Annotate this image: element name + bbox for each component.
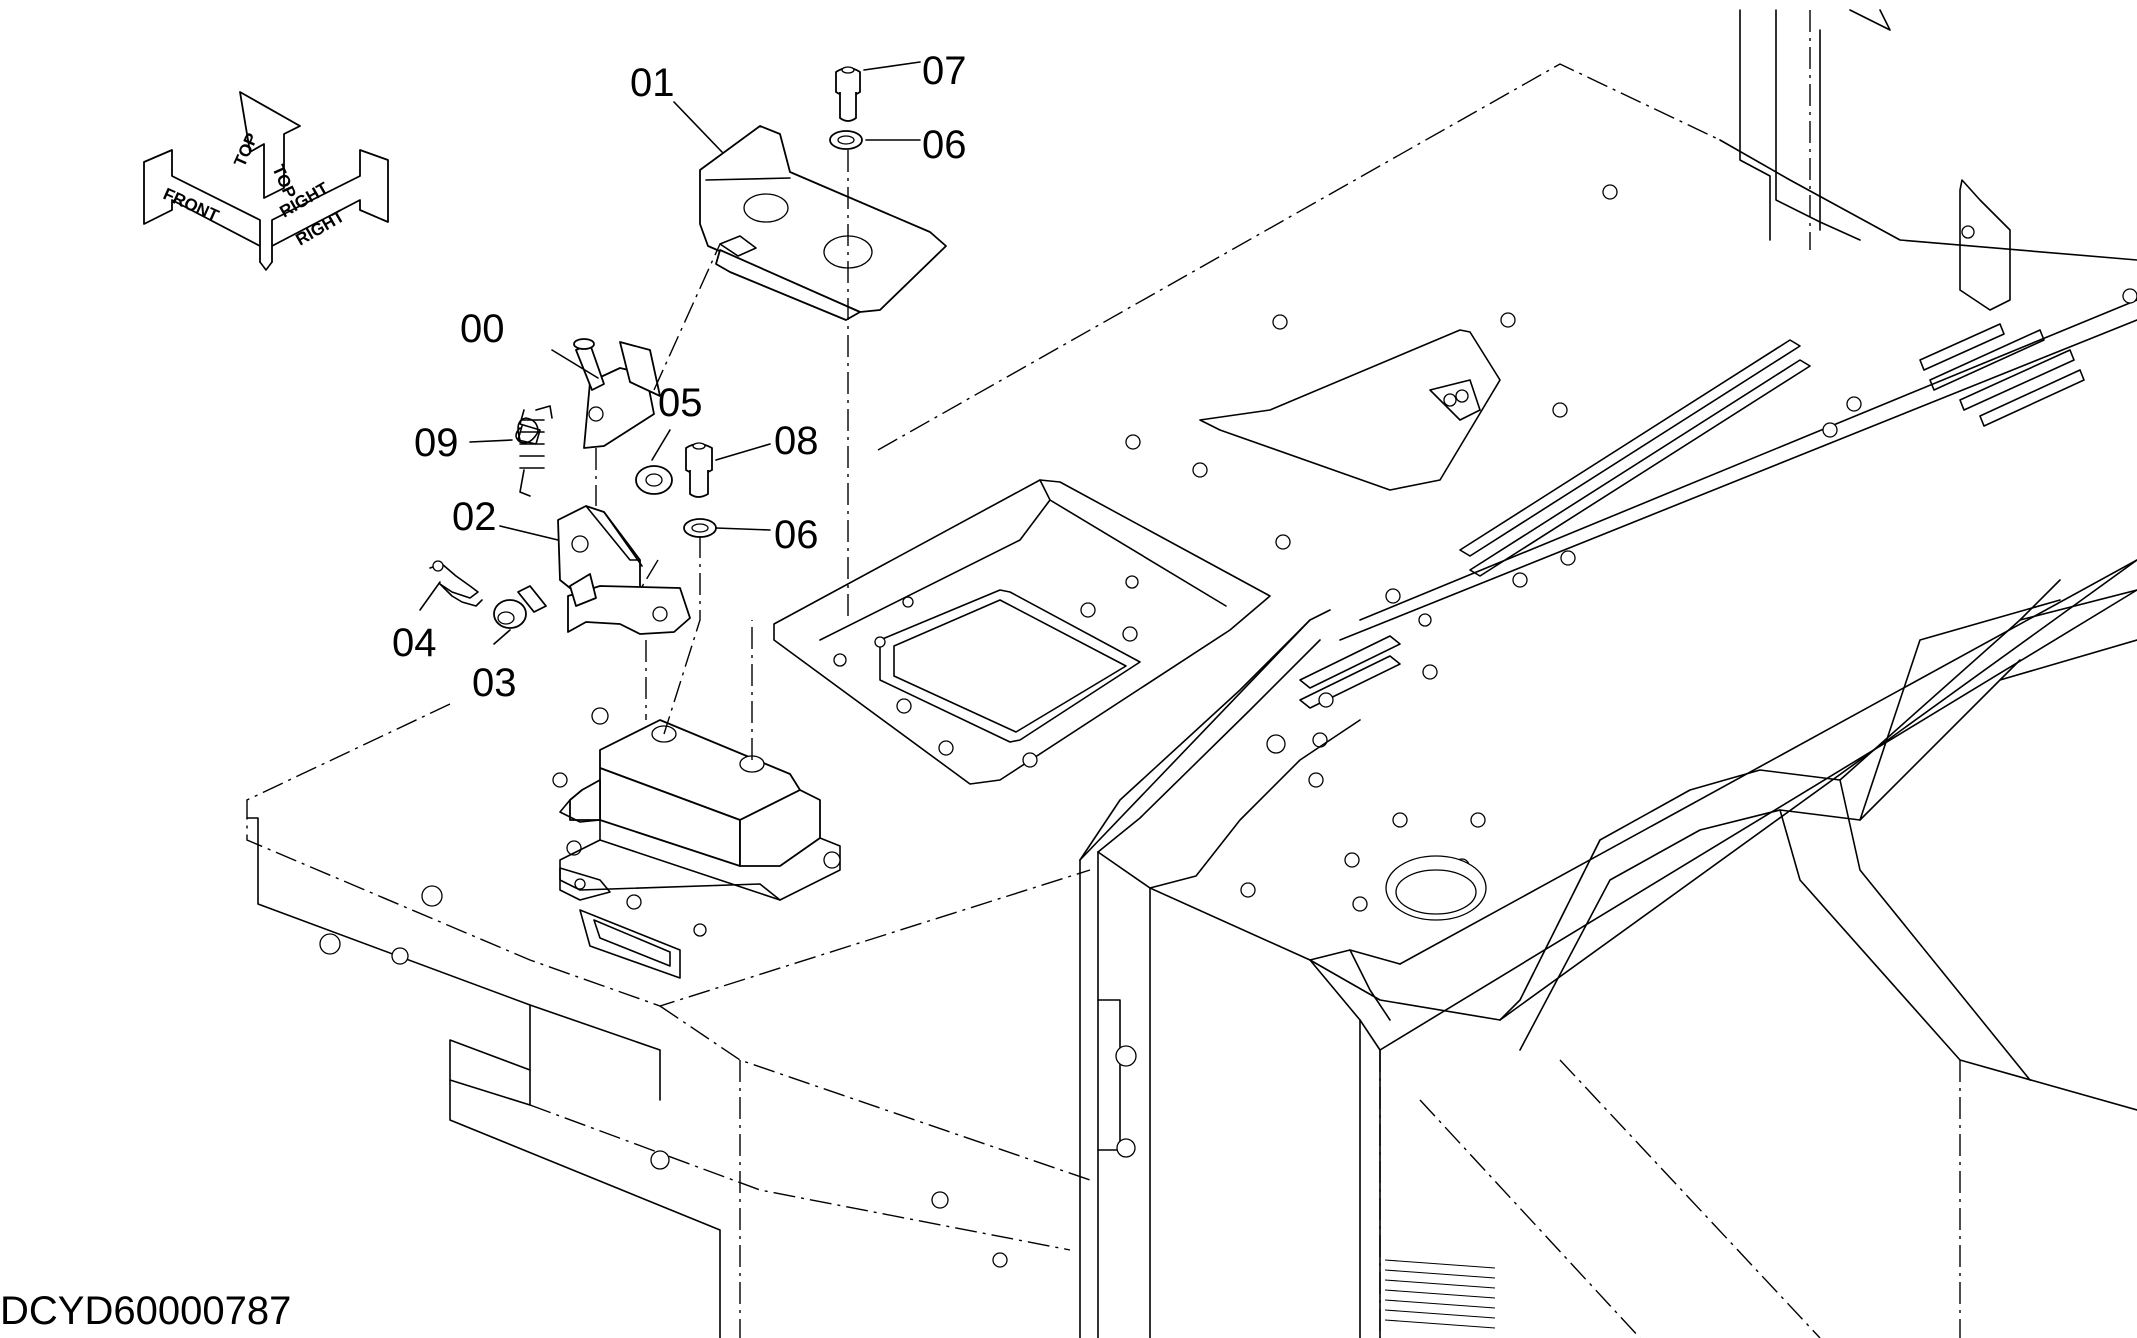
leader-lines <box>419 61 921 760</box>
callout-00: 00 <box>460 307 505 351</box>
callout-08: 08 <box>774 419 819 463</box>
part-04-clip <box>429 560 483 607</box>
callout-07: 07 <box>922 49 967 93</box>
callout-02: 02 <box>452 495 497 539</box>
callout-06-lower: 06 <box>774 513 819 557</box>
orientation-compass: FRONT TOP TOP RIGHT RIGHT <box>143 91 389 271</box>
part-06-washer-upper <box>829 130 863 150</box>
part-06-washer-lower <box>683 518 717 538</box>
callout-labels: 01 07 06 00 05 08 09 02 06 04 03 <box>392 49 967 705</box>
part-09-spring <box>515 405 553 497</box>
callout-05: 05 <box>658 381 703 425</box>
part-01-bracket <box>699 125 947 321</box>
drawing-id: DCYD60000787 <box>0 1289 291 1333</box>
part-03-pin <box>493 585 547 629</box>
frame-structure <box>246 9 2137 1338</box>
part-07-screw <box>835 66 861 122</box>
part-02-lever <box>557 505 691 635</box>
part-05-washer <box>635 465 673 495</box>
callout-03: 03 <box>472 661 517 705</box>
top-label-left: TOP <box>230 130 261 169</box>
vent-lower <box>1384 1259 1496 1329</box>
callout-04: 04 <box>392 621 437 665</box>
part-00-pin-assembly <box>573 338 661 449</box>
part-08-screw <box>685 442 713 498</box>
callout-06-upper: 06 <box>922 123 967 167</box>
callout-01: 01 <box>630 61 675 105</box>
callout-09: 09 <box>414 421 459 465</box>
